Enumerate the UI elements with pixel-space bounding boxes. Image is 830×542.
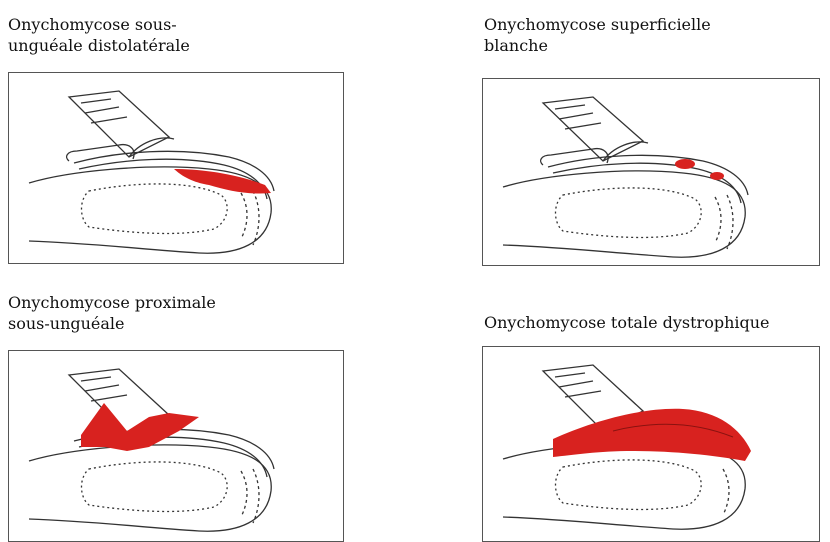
panel-1-illustration	[8, 72, 344, 264]
panel-3-caption: Onychomycose proximale sous-unguéale	[8, 292, 216, 334]
panel-3-illustration	[8, 350, 344, 542]
panel-4-illustration	[482, 346, 820, 542]
lesion-distolateral	[174, 169, 271, 194]
panel-4-caption: Onychomycose totale dystrophique	[484, 312, 770, 333]
toe-diagram-1	[9, 73, 343, 263]
toe-diagram-3	[9, 351, 343, 541]
lesion-white-spot-2	[710, 172, 724, 180]
toe-diagram-2	[483, 79, 819, 265]
panel-2-caption: Onychomycose superficielle blanche	[484, 14, 711, 56]
toe-diagram-4	[483, 347, 819, 541]
lesion-proximal	[81, 403, 199, 451]
lesion-total-dystrophic	[553, 409, 751, 461]
panel-2-illustration	[482, 78, 820, 266]
lesion-white-spot-1	[675, 159, 695, 169]
panel-1-caption: Onychomycose sous- unguéale distolatéral…	[8, 14, 190, 56]
